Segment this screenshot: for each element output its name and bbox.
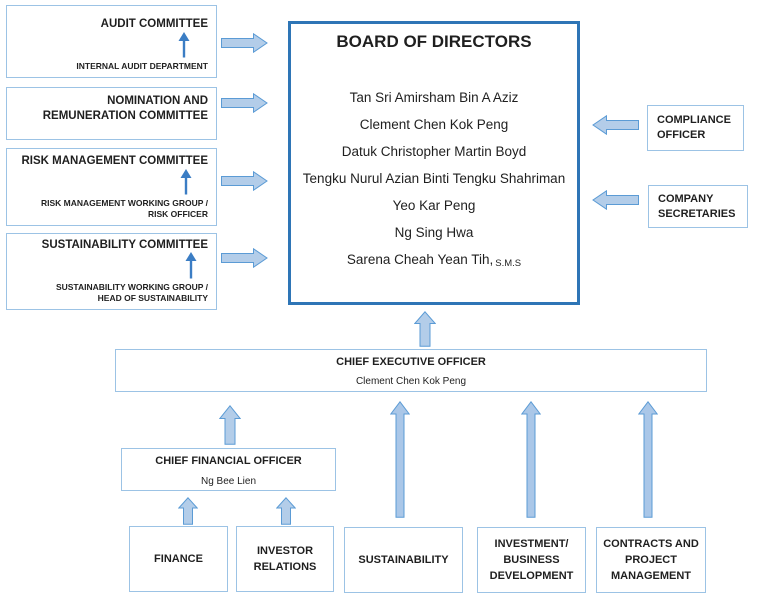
ceo-box: CHIEF EXECUTIVE OFFICER Clement Chen Kok… — [115, 349, 707, 392]
up-arrow-icon — [276, 497, 296, 525]
board-member: Sarena Cheah Yean Tih, S.M.S — [291, 246, 577, 273]
board-members-list: Tan Sri Amirsham Bin A Aziz Clement Chen… — [291, 84, 577, 273]
sustainability-committee-sub1: SUSTAINABILITY WORKING GROUP / — [55, 282, 208, 292]
risk-committee-sub1: RISK MANAGEMENT WORKING GROUP / — [40, 198, 208, 208]
cfo-name: Ng Bee Lien — [200, 476, 257, 487]
investor-relations-line1: INVESTOR — [256, 545, 314, 557]
up-arrow-icon — [638, 401, 658, 518]
nomination-committee-line1: NOMINATION AND — [107, 95, 208, 107]
cfo-box: CHIEF FINANCIAL OFFICER Ng Bee Lien — [121, 448, 336, 491]
investor-relations-box: INVESTOR RELATIONS — [236, 526, 334, 592]
up-arrow-icon — [414, 311, 436, 347]
board-member-suffix: S.M.S — [495, 258, 522, 269]
up-arrow-icon — [521, 401, 541, 518]
board-member: Clement Chen Kok Peng — [359, 117, 509, 132]
compliance-officer-line1: COMPLIANCE — [657, 114, 731, 126]
right-arrow-icon — [221, 248, 268, 268]
sustainability-committee-title: SUSTAINABILITY COMMITTEE — [41, 239, 208, 251]
board-member-name: Sarena Cheah Yean Tih, — [346, 252, 494, 267]
left-arrow-icon — [592, 115, 639, 135]
sustainability-committee-sub2: HEAD OF SUSTAINABILITY — [97, 293, 208, 303]
risk-committee-sub2: RISK OFFICER — [148, 209, 208, 219]
sustainability-dept-label: SUSTAINABILITY — [358, 554, 449, 566]
up-arrow-icon — [219, 405, 241, 445]
board-member: Tan Sri Amirsham Bin A Aziz — [349, 90, 519, 105]
audit-committee-title: AUDIT COMMITTEE — [100, 18, 208, 30]
investment-business-line3: DEVELOPMENT — [489, 570, 574, 582]
investment-business-line1: INVESTMENT/ — [494, 538, 569, 550]
ceo-name: Clement Chen Kok Peng — [355, 376, 467, 387]
investor-relations-line2: RELATIONS — [253, 561, 317, 573]
thin-up-arrow-icon — [178, 32, 190, 58]
nomination-committee-title: NOMINATION AND REMUNERATION COMMITTEE — [13, 94, 208, 124]
company-secretaries-box: COMPANY SECRETARIES — [648, 185, 748, 228]
ceo-title: CHIEF EXECUTIVE OFFICER — [336, 356, 486, 368]
compliance-officer-box: COMPLIANCE OFFICER — [647, 105, 744, 151]
board-member: Datuk Christopher Martin Boyd — [341, 144, 527, 159]
board-member: Ng Sing Hwa — [394, 225, 474, 240]
sustainability-committee-sub: SUSTAINABILITY WORKING GROUP / HEAD OF S… — [13, 282, 208, 304]
thin-up-arrow-icon — [180, 169, 192, 195]
risk-committee-title: RISK MANAGEMENT COMMITTEE — [21, 155, 208, 167]
sustainability-dept-box: SUSTAINABILITY — [344, 527, 463, 593]
cfo-title: CHIEF FINANCIAL OFFICER — [155, 455, 302, 467]
company-secretaries-label: COMPANY SECRETARIES — [658, 192, 735, 222]
sustainability-committee-box: SUSTAINABILITY COMMITTEE SUSTAINABILITY … — [6, 233, 217, 310]
compliance-officer-line2: OFFICER — [657, 129, 706, 141]
left-arrow-icon — [592, 190, 639, 210]
up-arrow-icon — [390, 401, 410, 518]
investment-business-line2: BUSINESS — [503, 554, 560, 566]
audit-committee-sub: INTERNAL AUDIT DEPARTMENT — [76, 61, 208, 71]
finance-box: FINANCE — [129, 526, 228, 592]
audit-committee-box: AUDIT COMMITTEE INTERNAL AUDIT DEPARTMEN… — [6, 5, 217, 78]
contracts-project-label: CONTRACTS AND PROJECT MANAGEMENT — [603, 536, 699, 584]
contracts-project-box: CONTRACTS AND PROJECT MANAGEMENT — [596, 527, 706, 593]
board-of-directors-box: BOARD OF DIRECTORS Tan Sri Amirsham Bin … — [288, 21, 580, 305]
nomination-committee-box: NOMINATION AND REMUNERATION COMMITTEE — [6, 87, 217, 140]
right-arrow-icon — [221, 33, 268, 53]
contracts-project-line3: MANAGEMENT — [610, 570, 692, 582]
contracts-project-line1: CONTRACTS AND — [603, 538, 699, 550]
contracts-project-line2: PROJECT — [625, 554, 677, 566]
finance-label: FINANCE — [154, 553, 203, 565]
board-member: Tengku Nurul Azian Binti Tengku Shahrima… — [302, 171, 566, 186]
investment-business-box: INVESTMENT/ BUSINESS DEVELOPMENT — [477, 527, 586, 593]
board-member: Yeo Kar Peng — [392, 198, 476, 213]
risk-committee-sub: RISK MANAGEMENT WORKING GROUP / RISK OFF… — [13, 198, 208, 220]
board-of-directors-title: BOARD OF DIRECTORS — [336, 32, 532, 51]
investment-business-label: INVESTMENT/ BUSINESS DEVELOPMENT — [490, 536, 574, 584]
up-arrow-icon — [178, 497, 198, 525]
compliance-officer-label: COMPLIANCE OFFICER — [657, 113, 731, 143]
risk-committee-box: RISK MANAGEMENT COMMITTEE RISK MANAGEMEN… — [6, 148, 217, 226]
company-secretaries-line2: SECRETARIES — [658, 208, 736, 220]
right-arrow-icon — [221, 93, 268, 113]
investor-relations-label: INVESTOR RELATIONS — [254, 543, 317, 575]
company-secretaries-line1: COMPANY — [658, 193, 714, 205]
right-arrow-icon — [221, 171, 268, 191]
nomination-committee-line2: REMUNERATION COMMITTEE — [42, 110, 208, 122]
thin-up-arrow-icon — [185, 252, 197, 279]
